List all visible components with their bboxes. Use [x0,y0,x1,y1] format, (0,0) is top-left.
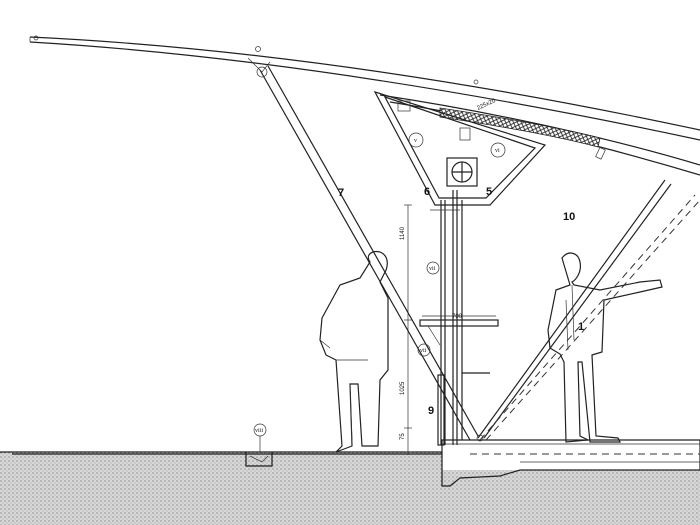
person-right [547,252,663,443]
dim-75: 75 [400,433,406,440]
ground [0,451,700,525]
triangular-canopy-box [373,90,547,206]
diagonal-strut [247,57,479,441]
drain-detail [245,423,273,467]
person-left [319,250,389,453]
platform-slab [441,439,700,487]
dim-1140: 1140 [400,226,406,240]
marker-vii: vii [429,266,436,272]
marker-viii: viii [255,428,263,434]
dim-225x20: 225x20 [476,98,497,112]
label-7: 7 [338,187,344,199]
marker-vii-left: vii [420,348,427,354]
vertical-column [430,190,463,446]
roof-insulation [439,107,601,148]
glass-panel [476,147,700,442]
label-9: 9 [428,405,434,417]
marker-vii-circle [426,261,440,275]
marker-v: v [414,138,417,144]
label-6: 6 [424,186,430,198]
label-10: 10 [563,211,575,223]
label-5: 5 [486,186,492,198]
label-1: 1 [578,321,584,333]
dim-1025: 1025 [400,381,406,395]
clock-unit [446,157,478,187]
marker-vi: vi [495,148,500,154]
curved-roof [29,35,700,176]
dim-700: 700 [452,314,463,320]
counter-shelf [419,319,499,374]
